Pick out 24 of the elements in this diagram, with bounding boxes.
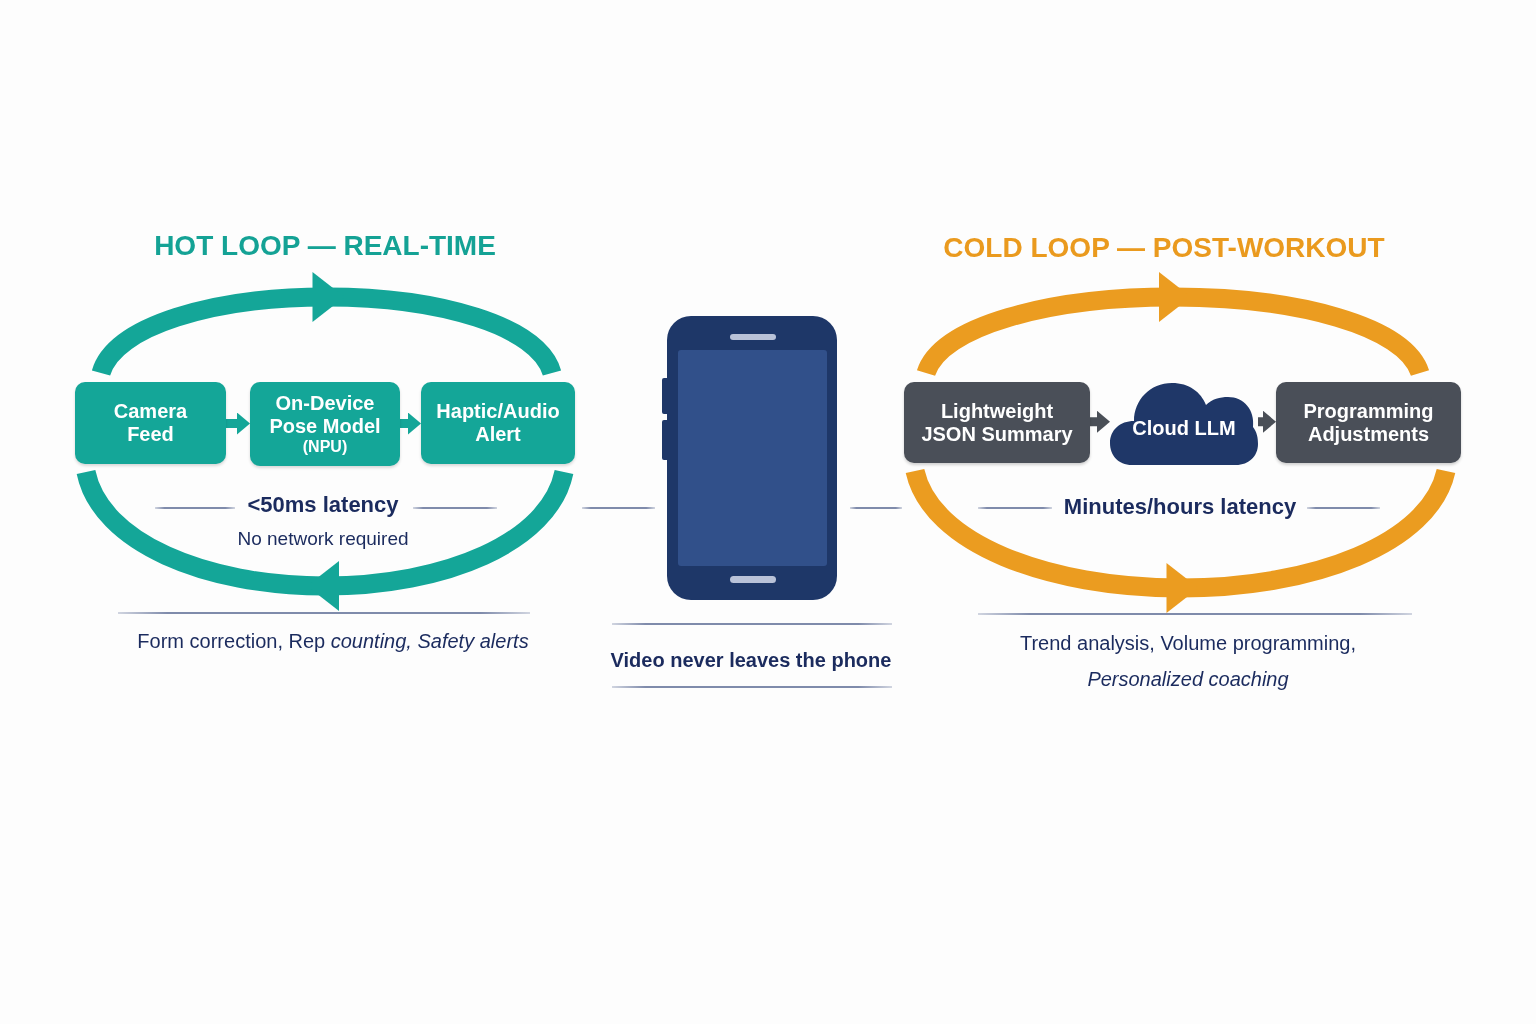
arrow xyxy=(1258,410,1276,433)
node-label: On-Device Pose Model xyxy=(268,392,382,438)
process-box xyxy=(250,382,400,466)
caption-text: Video never leaves the phone xyxy=(610,648,892,673)
section-title: HOT LOOP — REAL-TIME xyxy=(154,229,496,263)
section-title: COLD LOOP — POST-WORKOUT xyxy=(943,231,1385,265)
node-label: Programming Adjustments xyxy=(1302,399,1435,446)
node-label: Cloud LLM xyxy=(1132,416,1236,440)
arrow xyxy=(400,412,421,435)
node-label: Haptic/Audio Alert xyxy=(435,400,561,446)
process-box xyxy=(75,382,226,464)
arrow xyxy=(226,412,250,435)
caption-text: Form correction, Rep counting, Safety alerts xyxy=(137,629,529,654)
node-label: Camera Feed xyxy=(112,400,189,446)
node-sublabel: (NPU) xyxy=(302,437,348,456)
process-box xyxy=(421,382,575,464)
caption-text: Trend analysis, Volume programming, Personalized coaching xyxy=(1018,631,1358,692)
note-text: No network required xyxy=(237,528,409,551)
node-label: Lightweight JSON Summary xyxy=(920,399,1074,446)
process-box xyxy=(904,382,1090,463)
latency-label: <50ms latency xyxy=(247,492,399,519)
arrow xyxy=(1090,410,1110,433)
process-box xyxy=(1276,382,1461,463)
latency-label: Minutes/hours latency xyxy=(1063,494,1297,521)
